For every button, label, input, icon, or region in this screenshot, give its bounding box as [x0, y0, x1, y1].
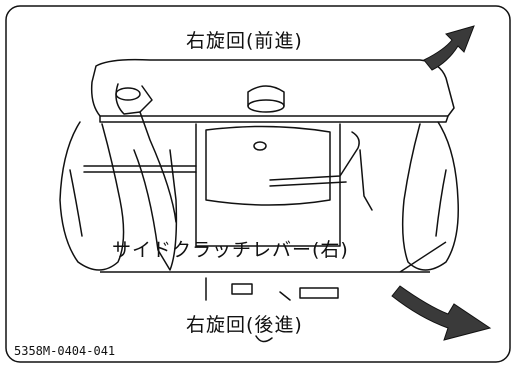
- label-turn-right-forward: 右旋回(前進): [186, 30, 303, 52]
- right-lever-rod: [269, 131, 360, 181]
- right-track: [401, 121, 459, 271]
- left-track-inner: [69, 169, 83, 237]
- engine-cover: [205, 125, 331, 206]
- lower-handle: [299, 287, 339, 299]
- left-track: [59, 121, 125, 271]
- lever-callout-leader: [399, 241, 447, 273]
- lower-pedal: [231, 283, 253, 295]
- left-wheel-guard: [133, 149, 178, 271]
- right-lever-rod-lower: [269, 181, 347, 187]
- drawbar-hook: [255, 335, 273, 343]
- label-side-clutch-lever-right: サイドクラッチレバー(右): [112, 239, 349, 261]
- left-lever-grip: [139, 85, 153, 113]
- fuel-cap-base: [247, 99, 285, 113]
- lever-pivot: [115, 87, 141, 101]
- figure-frame: [5, 5, 511, 363]
- right-track-inner: [435, 169, 447, 237]
- lower-linkage: [205, 277, 291, 301]
- right-clutch-link: [359, 149, 373, 211]
- label-turn-right-reverse: 右旋回(後進): [186, 314, 303, 336]
- figure-id: 5358M-0404-041: [14, 344, 116, 358]
- curved-arrow-down-right-icon: [391, 285, 492, 341]
- engine-block: [195, 123, 341, 247]
- engine-bolt: [253, 141, 267, 151]
- hood-outline: [90, 58, 455, 117]
- fuel-cap: [247, 85, 285, 107]
- left-lever-rod: [115, 83, 177, 223]
- curved-arrow-up-right-icon: [423, 25, 475, 71]
- hood-lip: [99, 115, 449, 123]
